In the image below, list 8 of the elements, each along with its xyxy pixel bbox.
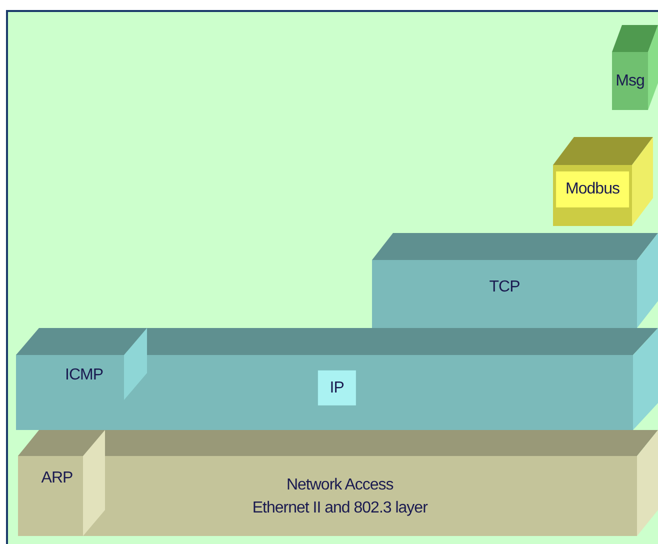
- layer-label: ICMP: [65, 366, 104, 385]
- layer-label: IP: [318, 370, 356, 406]
- layer-label: Network Access: [286, 475, 394, 494]
- layer-label: ARP: [41, 468, 73, 488]
- layer-label: Modbus: [556, 172, 630, 207]
- layer-label: Msg: [616, 71, 644, 91]
- layer-label: Ethernet II and 802.3 layer: [252, 498, 428, 518]
- layer-label: TCP: [489, 278, 520, 297]
